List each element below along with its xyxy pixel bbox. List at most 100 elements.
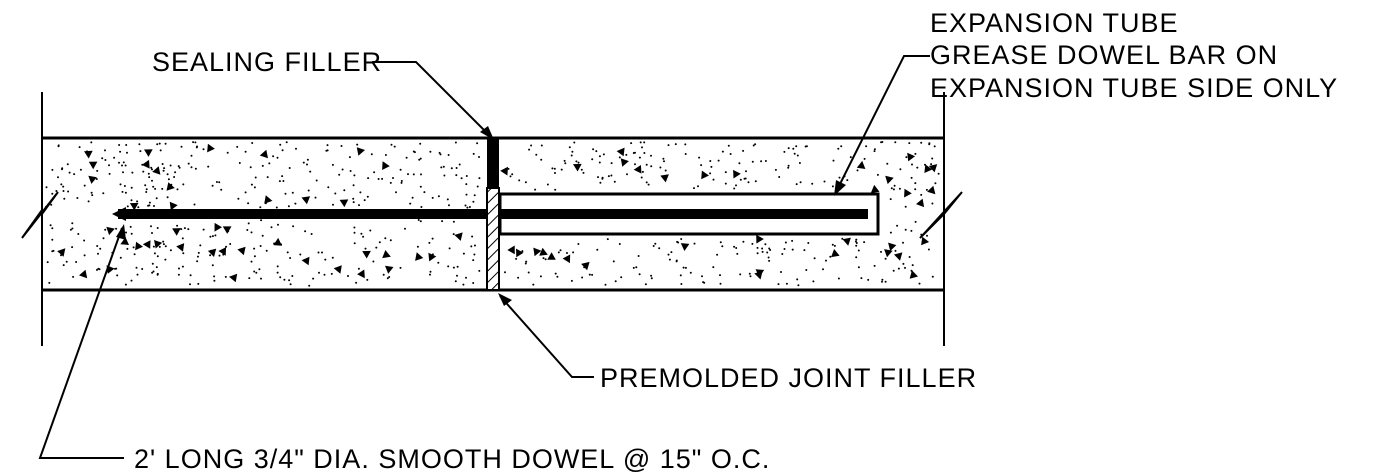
stipple-dot <box>554 188 557 191</box>
stipple-aggregate <box>733 169 741 179</box>
stipple-aggregate <box>176 243 185 252</box>
stipple-dot <box>416 245 419 248</box>
stipple-dot <box>811 182 814 185</box>
stipple-dot <box>352 197 355 200</box>
stipple-dot <box>807 242 810 244</box>
stipple-dot <box>162 243 165 246</box>
stipple-dot <box>831 243 834 246</box>
stipple-dot <box>114 267 116 270</box>
stipple-dot <box>324 258 327 261</box>
stipple-dot <box>476 142 479 145</box>
stipple-dot <box>119 183 122 186</box>
stipple-dot <box>87 200 90 203</box>
stipple-dot <box>419 157 422 160</box>
stipple-dot <box>867 278 870 281</box>
stipple-dot <box>719 282 722 285</box>
stipple-dot <box>292 225 295 228</box>
stipple-dot <box>768 247 771 250</box>
stipple-aggregate <box>616 147 625 157</box>
stipple-dot <box>675 259 678 262</box>
stipple-dot <box>899 168 902 171</box>
stipple-dot <box>370 153 373 156</box>
stipple-dot <box>360 232 363 235</box>
stipple-dot <box>254 176 257 179</box>
stipple-dot <box>748 272 751 275</box>
stipple-dot <box>517 276 520 279</box>
stipple-dot <box>478 269 481 272</box>
stipple-dot <box>176 224 179 227</box>
stipple-dot <box>419 142 422 145</box>
stipple-dot <box>151 168 153 171</box>
stipple-dot <box>504 271 506 274</box>
stipple-dot <box>226 151 229 154</box>
stipple-dot <box>452 233 455 236</box>
stipple-dot <box>409 202 412 205</box>
right-break-symbol <box>919 191 963 239</box>
stipple-dot <box>190 154 193 157</box>
stipple-dot <box>781 253 784 255</box>
stipple-dot <box>131 171 134 174</box>
stipple-dot <box>142 170 145 173</box>
stipple-dot <box>152 185 155 188</box>
stipple-dot <box>756 246 759 249</box>
stipple-dot <box>63 197 66 200</box>
stipple-dot <box>323 273 326 276</box>
stipple-dot <box>78 146 81 149</box>
stipple-dot <box>742 240 745 243</box>
stipple-dot <box>535 153 538 156</box>
stipple-dot <box>65 260 68 263</box>
stipple-dot <box>73 173 76 176</box>
stipple-dot <box>716 253 719 256</box>
stipple-dot <box>145 191 148 193</box>
premolded-joint-filler-label: PREMOLDED JOINT FILLER <box>600 363 977 393</box>
stipple-dot <box>152 245 155 248</box>
stipple-dot <box>698 156 701 159</box>
premolded-joint-filler <box>486 187 500 291</box>
stipple-dot <box>162 240 165 243</box>
left-break-symbol <box>21 191 59 239</box>
stipple-aggregate <box>842 237 851 246</box>
stipple-dot <box>399 168 402 171</box>
stipple-dot <box>897 267 900 270</box>
stipple-dot <box>356 143 359 146</box>
stipple-dot <box>182 252 185 255</box>
stipple-dot <box>787 147 790 150</box>
stipple-dot <box>364 247 367 250</box>
stipple-dot <box>97 267 100 270</box>
stipple-dot <box>122 161 125 164</box>
stipple-dot <box>181 237 184 240</box>
stipple-aggregate <box>385 265 394 274</box>
stipple-dot <box>148 176 151 179</box>
stipple-dot <box>904 228 907 231</box>
stipple-dot <box>710 165 713 168</box>
stipple-dot <box>150 225 152 228</box>
stipple-dot <box>310 233 313 235</box>
dowel-arrow-head <box>112 207 126 221</box>
stipple-dot <box>155 197 158 200</box>
stipple-dot <box>343 189 346 192</box>
stipple-aggregate <box>573 163 582 172</box>
stipple-dot <box>215 181 218 183</box>
stipple-dot <box>258 268 261 271</box>
stipple-dot <box>452 220 455 223</box>
stipple-dot <box>598 161 601 164</box>
stipple-dot <box>284 192 287 195</box>
stipple-dot <box>528 148 531 151</box>
stipple-dot <box>95 178 98 180</box>
expansion-tube-label-line1: EXPANSION TUBE <box>930 8 1179 38</box>
stipple-aggregate <box>339 199 349 208</box>
stipple-aggregate <box>754 271 763 280</box>
stipple-dot <box>249 166 252 169</box>
stipple-dot <box>458 163 461 166</box>
stipple-dot <box>352 184 355 187</box>
stipple-dot <box>620 276 623 279</box>
stipple-dot <box>751 242 754 245</box>
stipple-dot <box>97 252 99 255</box>
stipple-dot <box>680 283 683 285</box>
stipple-dot <box>556 275 559 278</box>
stipple-dot <box>721 150 724 153</box>
stipple-aggregate <box>218 247 227 256</box>
stipple-dot <box>51 250 54 253</box>
stipple-dot <box>599 181 602 184</box>
stipple-dot <box>527 271 530 274</box>
